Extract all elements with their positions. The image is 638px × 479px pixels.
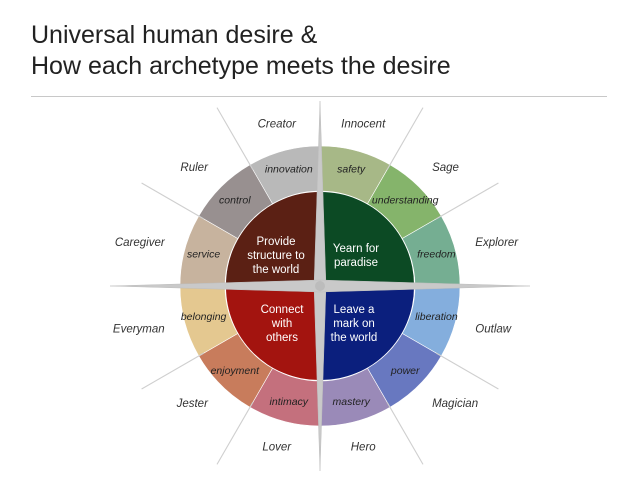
- desire-label-enjoyment: enjoyment: [211, 365, 261, 377]
- desire-label-safety: safety: [337, 163, 366, 175]
- quadrant-label-paradise: paradise: [334, 257, 378, 269]
- compass-star: [109, 100, 531, 472]
- quadrant-paradise: [321, 192, 414, 285]
- labels-layer: innovation Creator safety Innocent understan…: [113, 119, 519, 454]
- page-title: Universal human desire & How each archet…: [31, 20, 451, 82]
- compass-hub: [315, 281, 325, 291]
- quadrant-label-connect: with: [271, 318, 292, 330]
- archetype-label-magician: Magician: [432, 398, 478, 410]
- quadrant-label-connect: others: [266, 332, 298, 344]
- ray-line: [435, 182, 499, 220]
- archetype-label-outlaw: Outlaw: [475, 323, 511, 335]
- desire-label-mastery: mastery: [333, 396, 371, 408]
- ray-line: [141, 182, 205, 220]
- desire-label-freedom: freedom: [417, 249, 456, 261]
- quadrant-label-structure: structure to: [247, 250, 305, 262]
- quadrant-label-structure: Provide: [257, 236, 296, 248]
- archetype-label-explorer: Explorer: [475, 237, 519, 249]
- title-divider: [31, 96, 607, 97]
- archetype-label-ruler: Ruler: [180, 162, 209, 174]
- desire-label-innovation: innovation: [265, 163, 313, 175]
- ray-line: [141, 352, 205, 390]
- segment-ruler: [198, 164, 273, 239]
- quadrant-structure: [226, 192, 319, 285]
- archetype-label-creator: Creator: [258, 119, 298, 131]
- desire-label-intimacy: intimacy: [270, 396, 309, 408]
- quadrant-label-connect: Connect: [261, 304, 305, 316]
- quadrant-label-paradise: Yearn for: [333, 243, 379, 255]
- desire-label-service: service: [187, 249, 220, 261]
- title-line-2: How each archetype meets the desire: [31, 52, 451, 80]
- quadrant-label-mark: mark on: [333, 318, 375, 330]
- desire-label-power: power: [390, 365, 420, 377]
- desire-label-belonging: belonging: [181, 311, 227, 323]
- ray-line: [216, 107, 254, 171]
- quadrant-mark: [321, 287, 414, 380]
- archetype-label-lover: Lover: [262, 441, 292, 453]
- ray-line: [216, 401, 254, 465]
- archetype-label-hero: Hero: [351, 441, 377, 453]
- desire-label-control: control: [219, 195, 251, 207]
- quadrant-label-mark: Leave a: [334, 304, 376, 316]
- segments-layer: [179, 145, 461, 427]
- archetype-label-jester: Jester: [176, 398, 209, 410]
- archetype-label-innocent: Innocent: [341, 119, 386, 131]
- desire-label-understanding: understanding: [372, 195, 439, 207]
- quadrant-label-structure: the world: [253, 264, 300, 276]
- archetype-label-everyman: Everyman: [113, 323, 165, 335]
- desire-label-liberation: liberation: [415, 311, 458, 323]
- ray-line: [386, 107, 424, 171]
- archetype-label-sage: Sage: [432, 162, 459, 174]
- quadrants-layer: [226, 192, 414, 380]
- archetype-label-caregiver: Caregiver: [115, 237, 166, 249]
- ray-line: [386, 401, 424, 465]
- title-line-1: Universal human desire &: [31, 21, 318, 49]
- rays-layer: [141, 107, 499, 465]
- ray-line: [435, 352, 499, 390]
- quadrant-connect: [226, 287, 319, 380]
- quadrant-label-mark: the world: [331, 332, 378, 344]
